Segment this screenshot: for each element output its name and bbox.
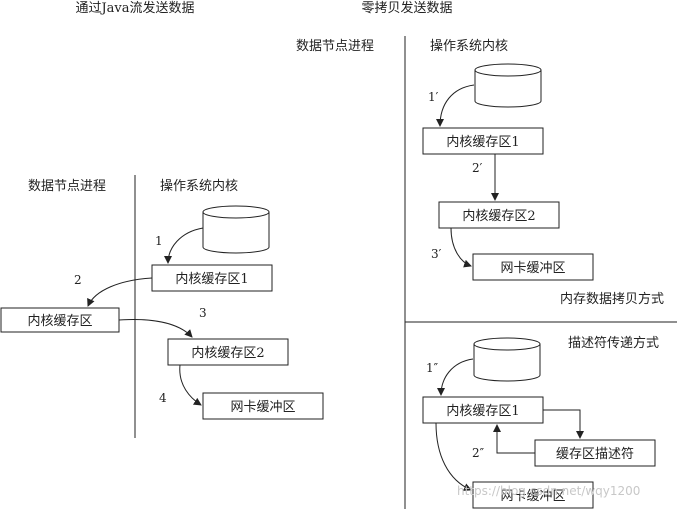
right-copy-arrow-1 (436, 84, 475, 127)
right-descriptor-nic-buffer-box (472, 481, 594, 509)
left-step-3: 3 (199, 306, 207, 320)
left-arrow-2 (87, 277, 153, 307)
left-disk-icon (202, 205, 270, 254)
right-descriptor-caption: 描述符传递方式 (568, 335, 659, 351)
left-step-4: 4 (159, 391, 167, 405)
left-arrow-3 (118, 319, 193, 338)
left-arrow-4 (179, 364, 202, 406)
right-descriptor-arrow-descriptor-to-kernel (493, 424, 535, 454)
right-descriptor-step-2: 2″ (472, 446, 485, 460)
right-copy-step-1: 1′ (428, 90, 439, 104)
left-kernel-buffer-1-label: 内核缓存区1 (175, 271, 248, 287)
right-descriptor-arrow-1 (437, 358, 474, 396)
right-user-space-label: 数据节点进程 (296, 39, 374, 54)
left-kernel-space-label: 操作系统内核 (160, 178, 238, 194)
left-user-space-label: 数据节点进程 (28, 179, 106, 194)
right-copy-kernel-buffer-1-label: 内核缓存区1 (446, 134, 519, 150)
left-kernel-buffer-2-label: 内核缓存区2 (191, 345, 264, 361)
left-kernel-buffer-1-box (151, 264, 273, 292)
left-title: 通过Java流发送数据 (75, 0, 194, 16)
right-copy-nic-buffer-label: 网卡缓冲区 (500, 261, 565, 276)
right-copy-kernel-buffer-2-label: 内核缓存区2 (462, 208, 535, 224)
right-kernel-space-label: 操作系统内核 (430, 38, 508, 54)
right-copy-arrow-3 (450, 227, 472, 268)
right-descriptor-nic-buffer-label: 网卡缓冲区 (500, 489, 565, 504)
right-copy-disk-icon (474, 63, 542, 108)
right-descriptor-kernel-buffer-1-label: 内核缓存区1 (446, 403, 519, 419)
left-arrow-1 (164, 227, 204, 264)
right-descriptor-arrow-kernel-to-descriptor (543, 409, 584, 439)
right-descriptor-box (534, 439, 656, 467)
right-copy-caption: 内存数据拷贝方式 (560, 291, 664, 307)
right-copy-kernel-buffer-1-box (422, 127, 544, 155)
right-descriptor-step-1: 1″ (426, 361, 439, 375)
right-descriptor-box-label: 缓存区描述符 (556, 446, 634, 462)
right-copy-step-2: 2′ (472, 161, 483, 175)
watermark-text: https://blog.csdn.net/wqy1200 (457, 484, 640, 498)
left-step-1: 1 (155, 234, 163, 248)
right-copy-nic-buffer-box (472, 253, 594, 281)
right-copy-step-3: 3′ (431, 247, 442, 261)
left-kernel-buffer-2-box (167, 338, 289, 366)
right-descriptor-arrow-2 (435, 422, 472, 491)
right-title: 零拷贝发送数据 (361, 0, 452, 16)
left-nic-buffer-box (202, 392, 324, 420)
right-descriptor-disk-icon (473, 337, 541, 382)
right-copy-kernel-buffer-2-box (438, 201, 560, 229)
left-user-buffer-label: 内核缓存区 (27, 313, 92, 329)
left-user-buffer-box (0, 307, 120, 333)
left-step-2: 2 (74, 273, 82, 287)
left-nic-buffer-label: 网卡缓冲区 (230, 400, 295, 415)
